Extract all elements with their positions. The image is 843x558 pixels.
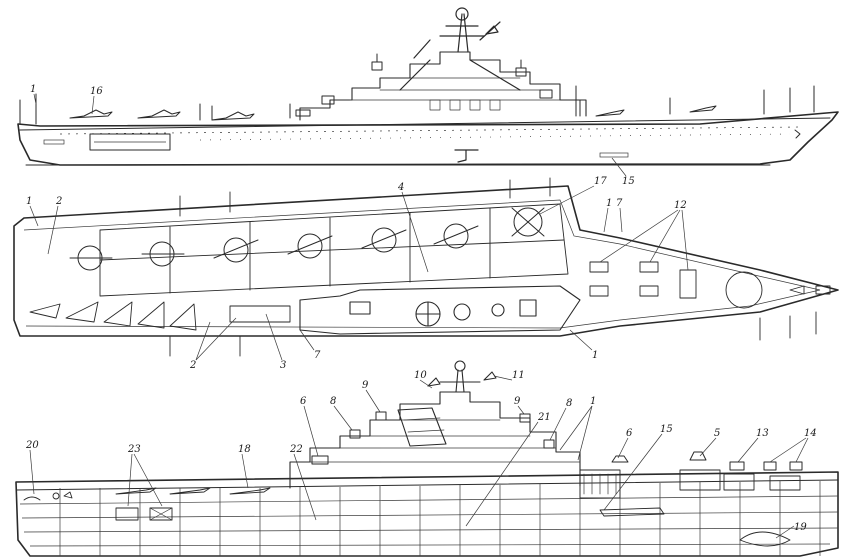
plan-aircraft-1 [69, 245, 113, 271]
section-view: 20 23 18 22 6 8 9 10 11 9 21 8 1 6 15 5 … [15, 360, 839, 557]
section-weapon-mounts [311, 411, 803, 471]
plan-callout-17: 17 [594, 176, 607, 187]
plan-parked-aircraft [29, 301, 197, 331]
section-hull-outline [15, 471, 839, 557]
plan-flight-deck-panels [99, 203, 569, 297]
side-deck-masts [19, 85, 815, 125]
section-callout-5: 5 [714, 428, 720, 439]
side-radar-dome [455, 7, 469, 21]
section-callout-9b: 9 [514, 396, 521, 407]
section-callout-23: 23 [127, 444, 141, 455]
side-hull-outline [17, 111, 839, 166]
plan-bow-rotor-circle [725, 271, 763, 309]
plan-elevator-rect [229, 305, 291, 323]
section-bulkheads [59, 481, 821, 556]
plan-callout-1c: 1 [592, 350, 598, 361]
side-sonar-dome [599, 152, 629, 158]
section-callout-11: 11 [512, 370, 525, 381]
side-aircraft-3 [211, 111, 255, 121]
side-hangar-opening [89, 133, 171, 151]
side-bow-anchor [794, 129, 801, 139]
side-aircraft-5 [689, 105, 717, 113]
plan-helicopter [511, 207, 545, 237]
side-weapon-mounts [295, 53, 553, 117]
plan-aircraft-5 [361, 227, 407, 253]
section-callout-14: 14 [804, 428, 817, 439]
plan-aircraft-4 [287, 233, 333, 259]
side-aircraft-2 [137, 109, 181, 119]
side-aircraft-1 [69, 109, 113, 119]
section-callout-6a: 6 [300, 396, 307, 407]
section-main-mast [427, 360, 497, 393]
side-portholes [59, 126, 801, 141]
section-callout-21: 21 [537, 412, 551, 423]
side-deck-line [19, 117, 831, 131]
plan-aircraft-2 [141, 241, 185, 267]
side-callout-1: 1 [30, 84, 36, 95]
plan-callout-1a: 1 [26, 196, 32, 207]
section-callout-18: 18 [238, 444, 251, 455]
section-callout-8b: 8 [566, 398, 572, 409]
section-callout-1: 1 [590, 396, 596, 407]
section-callout-20: 20 [25, 440, 39, 451]
section-deck-levels [19, 495, 839, 547]
section-callout-6b: 6 [626, 428, 633, 439]
plan-callout-12: 12 [674, 200, 687, 211]
plan-callout-7a: 7 [616, 198, 623, 209]
section-cargo-box-2 [149, 507, 173, 521]
section-callout-9a: 9 [362, 380, 369, 391]
section-callout-10: 10 [414, 370, 427, 381]
section-callout-13: 13 [756, 428, 769, 439]
plan-callout-4: 4 [397, 182, 404, 193]
side-aircraft-group [69, 105, 717, 121]
plan-aircraft-3 [213, 237, 259, 263]
section-forward-mast-slab [397, 407, 447, 447]
side-main-mast [399, 7, 521, 91]
section-callout-8a: 8 [330, 396, 336, 407]
section-callout-15: 15 [660, 424, 673, 435]
side-rear-opening [43, 139, 65, 145]
side-profile-view: 1 16 15 [17, 7, 839, 187]
section-aft-machinery [579, 469, 801, 547]
side-aircraft-4 [595, 109, 625, 117]
section-radar-dome [454, 360, 466, 372]
plan-aircraft-6 [433, 223, 479, 249]
plan-edge-posts [169, 177, 817, 357]
side-callout-15: 15 [622, 176, 635, 187]
plan-deck-aircraft [69, 207, 545, 271]
plan-callout-1b: 1 [606, 198, 612, 209]
plan-island [299, 285, 581, 335]
plan-callout-2b: 2 [189, 360, 196, 371]
plan-view: 1 2 4 17 1 7 12 2 3 7 1 [13, 176, 839, 371]
side-anchor-mark [454, 149, 479, 163]
section-callout-22: 22 [289, 444, 303, 455]
plan-bow-fittings [589, 261, 831, 309]
section-cargo-box-1 [115, 507, 139, 521]
plan-deck-outline [13, 185, 839, 337]
plan-callout-2a: 2 [55, 196, 62, 207]
side-callout-16: 16 [90, 86, 103, 97]
section-stern-details [23, 491, 73, 501]
section-bow-sonar [739, 531, 791, 547]
plan-callout-3: 3 [280, 360, 286, 371]
side-superstructure [299, 51, 587, 121]
section-hangar-aircraft [115, 487, 271, 521]
section-callout-19: 19 [794, 522, 807, 533]
plan-callout-7b: 7 [314, 350, 321, 361]
